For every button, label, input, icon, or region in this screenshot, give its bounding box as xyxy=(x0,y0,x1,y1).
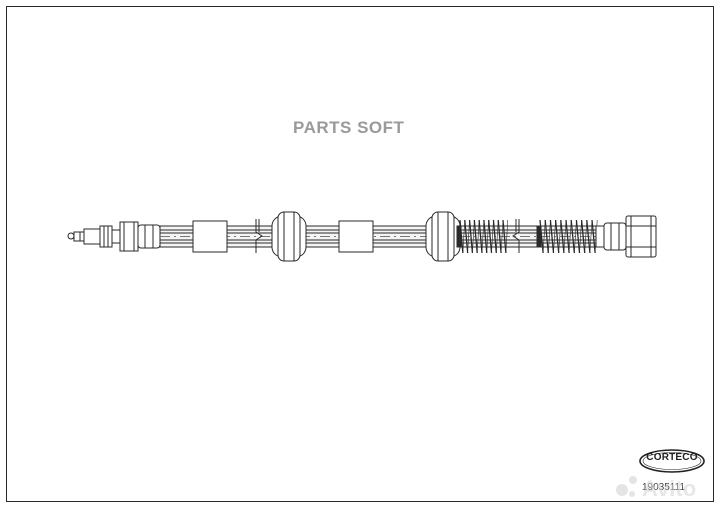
avito-watermark: Avito xyxy=(616,476,696,501)
right-fitting xyxy=(595,215,657,258)
clip-marker-2 xyxy=(512,219,520,253)
svg-text:Avito: Avito xyxy=(642,476,696,501)
spring-guard-1 xyxy=(456,219,509,254)
drawing-frame xyxy=(6,6,714,502)
part-number: 19035111 xyxy=(642,482,686,493)
hose-sleeve-2 xyxy=(338,220,374,253)
spring-guard-2 xyxy=(536,219,598,254)
grommet-2 xyxy=(425,211,461,262)
brand-logo xyxy=(639,449,705,473)
watermark-text: PARTS SOFT xyxy=(293,118,405,137)
clip-marker-1 xyxy=(255,219,263,253)
left-fitting xyxy=(67,221,161,252)
hose-sleeve-1 xyxy=(192,220,228,253)
grommet-1 xyxy=(271,211,307,262)
brand-name: CORTECO xyxy=(646,452,698,463)
